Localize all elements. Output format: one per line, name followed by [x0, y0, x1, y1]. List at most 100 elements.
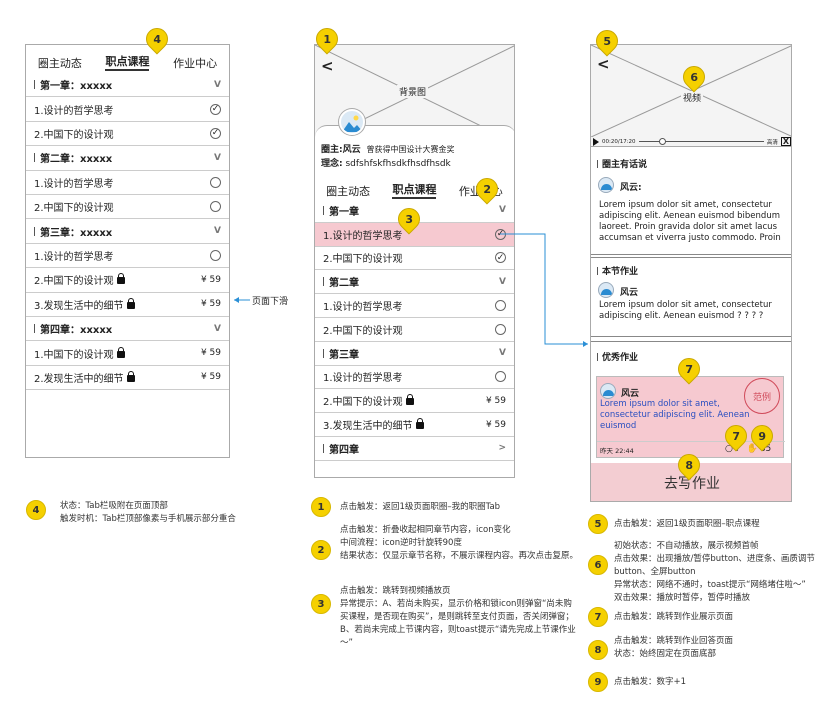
scroll-arrow	[232, 293, 302, 307]
lesson-row[interactable]: 2.发现生活中的细节¥ 59	[26, 366, 229, 391]
lesson-title: 2.中国下的设计观	[34, 203, 114, 215]
user-avatar[interactable]	[598, 282, 614, 298]
price-label: ¥ 59	[200, 348, 221, 359]
lock-icon	[116, 273, 125, 285]
tab-homework[interactable]: 作业中心	[173, 57, 218, 70]
progress-knob[interactable]	[658, 138, 666, 145]
lesson-title: 1.设计的哲学思考	[323, 230, 403, 242]
comment-icon[interactable]: ○	[725, 444, 733, 454]
back-icon[interactable]: <	[321, 57, 334, 75]
chevron-icon[interactable]: V	[499, 205, 506, 216]
lesson-row[interactable]: 2.中国下的设计观✓	[26, 122, 229, 147]
chevron-icon[interactable]: V	[214, 323, 221, 334]
lesson-row[interactable]: 2.中国下的设计观 ¥ 59	[315, 389, 514, 414]
lesson-row[interactable]: 3.发现生活中的细节 ¥ 59	[315, 413, 514, 437]
video-label: 视频	[681, 91, 704, 104]
chevron-icon[interactable]: V	[214, 152, 221, 163]
course-list-screen: 背景图 < 圈主:风云 曾获得中国设计大赛金奖 理念: sdfshfskfhsd…	[314, 44, 515, 478]
note-badge-6: 6	[588, 555, 608, 575]
lesson-row[interactable]: 2.中国下的设计观	[315, 318, 514, 342]
note-2: 点击触发：折叠收起相同章节内容，icon变化 中间流程：icon逆时针旋转90度…	[340, 525, 579, 561]
chevron-icon[interactable]: V	[214, 226, 221, 237]
chapter-title: 第三章：xxxxx	[40, 227, 113, 239]
lesson-row[interactable]: 1.设计的哲学思考	[26, 171, 229, 195]
lesson-title: 2.中国下的设计观	[323, 397, 403, 409]
write-homework-label: 去写作业	[664, 476, 720, 492]
chapter-header[interactable]: 第四章 >	[315, 437, 514, 461]
lesson-row[interactable]: 2.中国下的设计观	[26, 195, 229, 220]
completed-check-icon[interactable]: ✓	[210, 103, 221, 115]
note-7: 点击触发：跳转到作业展示页面	[614, 612, 734, 622]
note-6: 初始状态：不自动播放，展示视频首帧 点击效果：出现播放/暂停button、进度条…	[614, 541, 815, 603]
lesson-row[interactable]: 1.设计的哲学思考	[26, 244, 229, 269]
quality-button[interactable]: 高清	[766, 139, 778, 146]
idea-text: sdfshfskfhsdkfhsdfhsdk	[345, 159, 451, 169]
lesson-row[interactable]: 2.中国下的设计观¥ 59	[26, 268, 229, 293]
price-label: ¥ 59	[485, 395, 506, 406]
tab-bar: 圈主动态 职点课程 作业中心	[26, 51, 229, 71]
user-name: 风云	[621, 389, 640, 399]
lesson-row[interactable]: 1.中国下的设计观 ¥ 59	[26, 341, 229, 366]
tab-circle-feed[interactable]: 圈主动态	[37, 57, 82, 70]
user-avatar[interactable]	[598, 177, 614, 193]
video-player[interactable]: 视频 00:20/17:20 高清 X	[591, 45, 791, 147]
lesson-title: 3.发现生活中的细节	[323, 421, 413, 433]
background-label: 背景图	[397, 85, 429, 98]
fullscreen-icon[interactable]: X	[780, 137, 791, 146]
completed-check-icon[interactable]: ✓	[495, 252, 506, 264]
chapter-title: 第四章：xxxxx	[40, 325, 113, 337]
note-badge-2: 2	[311, 540, 331, 560]
user-avatar[interactable]	[600, 383, 616, 399]
lesson-row[interactable]: 1.设计的哲学思考	[315, 366, 514, 390]
user-name: 风云:	[620, 183, 642, 193]
chapter-header[interactable]: 第一章：xxxxx V	[26, 73, 229, 98]
lesson-title: 1.中国下的设计观	[34, 349, 114, 361]
lesson-row[interactable]: 1.设计的哲学思考 ✓	[26, 97, 229, 122]
progress-bar[interactable]	[638, 138, 764, 145]
lesson-title: 1.设计的哲学思考	[34, 105, 114, 117]
chapter-title: 第一章：xxxxx	[40, 81, 113, 93]
lesson-homework-section: 本节作业 风云 Lorem ipsum dolor sit amet, cons…	[591, 257, 791, 337]
chevron-icon[interactable]: V	[499, 348, 506, 359]
card-divider	[597, 441, 785, 442]
lesson-row[interactable]: 2.中国下的设计观 ✓	[315, 247, 514, 271]
status-circle-icon[interactable]	[495, 371, 506, 383]
chapter-header[interactable]: 第四章：xxxxx V	[26, 317, 229, 342]
owner-avatar[interactable]	[339, 109, 365, 135]
note-8: 点击触发：跳转到作业回答页面 状态：始终固定在页面底部	[614, 636, 734, 659]
video-play-screen: 视频 00:20/17:20 高清 X < 圈主有话说 风云: Lorem ip…	[590, 44, 792, 502]
note-4b: 触发时机：Tab栏顶部像素与手机展示部分重合	[60, 514, 236, 524]
lesson-title: 2.中国下的设计观	[34, 276, 114, 288]
chevron-icon[interactable]: V	[499, 276, 506, 287]
section-title: 优秀作业	[597, 350, 638, 363]
tab-circle-feed[interactable]: 圈主动态	[326, 185, 371, 198]
tab-courses[interactable]: 职点课程	[392, 181, 437, 199]
like-count: 65	[759, 444, 772, 454]
price-label: ¥ 59	[485, 419, 506, 430]
tab-courses[interactable]: 职点课程	[105, 53, 150, 71]
lesson-row[interactable]: 1.设计的哲学思考	[315, 294, 514, 318]
back-icon[interactable]: <	[597, 55, 610, 73]
lesson-title: 3.发现生活中的细节	[34, 300, 124, 312]
chevron-icon[interactable]: >	[498, 443, 506, 454]
homework-text: Lorem ipsum dolor sit amet, consectetur …	[599, 300, 772, 321]
status-circle-icon[interactable]	[210, 176, 221, 188]
chapter-header[interactable]: 第三章：xxxxx V	[26, 219, 229, 244]
status-circle-icon[interactable]	[495, 300, 506, 312]
chapter-title: 第四章	[329, 444, 359, 456]
homework-card[interactable]: 风云 Lorem ipsum dolor sit amet, consectet…	[596, 376, 785, 458]
note-4a: 状态：Tab栏吸附在页面顶部	[60, 501, 168, 511]
status-circle-icon[interactable]	[210, 249, 221, 261]
like-icon[interactable]: ✋	[746, 444, 758, 454]
completed-check-icon[interactable]: ✓	[210, 127, 221, 139]
status-circle-icon[interactable]	[210, 201, 221, 213]
lesson-row[interactable]: 3.发现生活中的细节¥ 59	[26, 293, 229, 317]
play-icon[interactable]	[593, 137, 599, 146]
status-circle-icon[interactable]	[495, 323, 506, 335]
lesson-title: 2.中国下的设计观	[323, 254, 403, 266]
chevron-icon[interactable]: V	[214, 79, 221, 90]
